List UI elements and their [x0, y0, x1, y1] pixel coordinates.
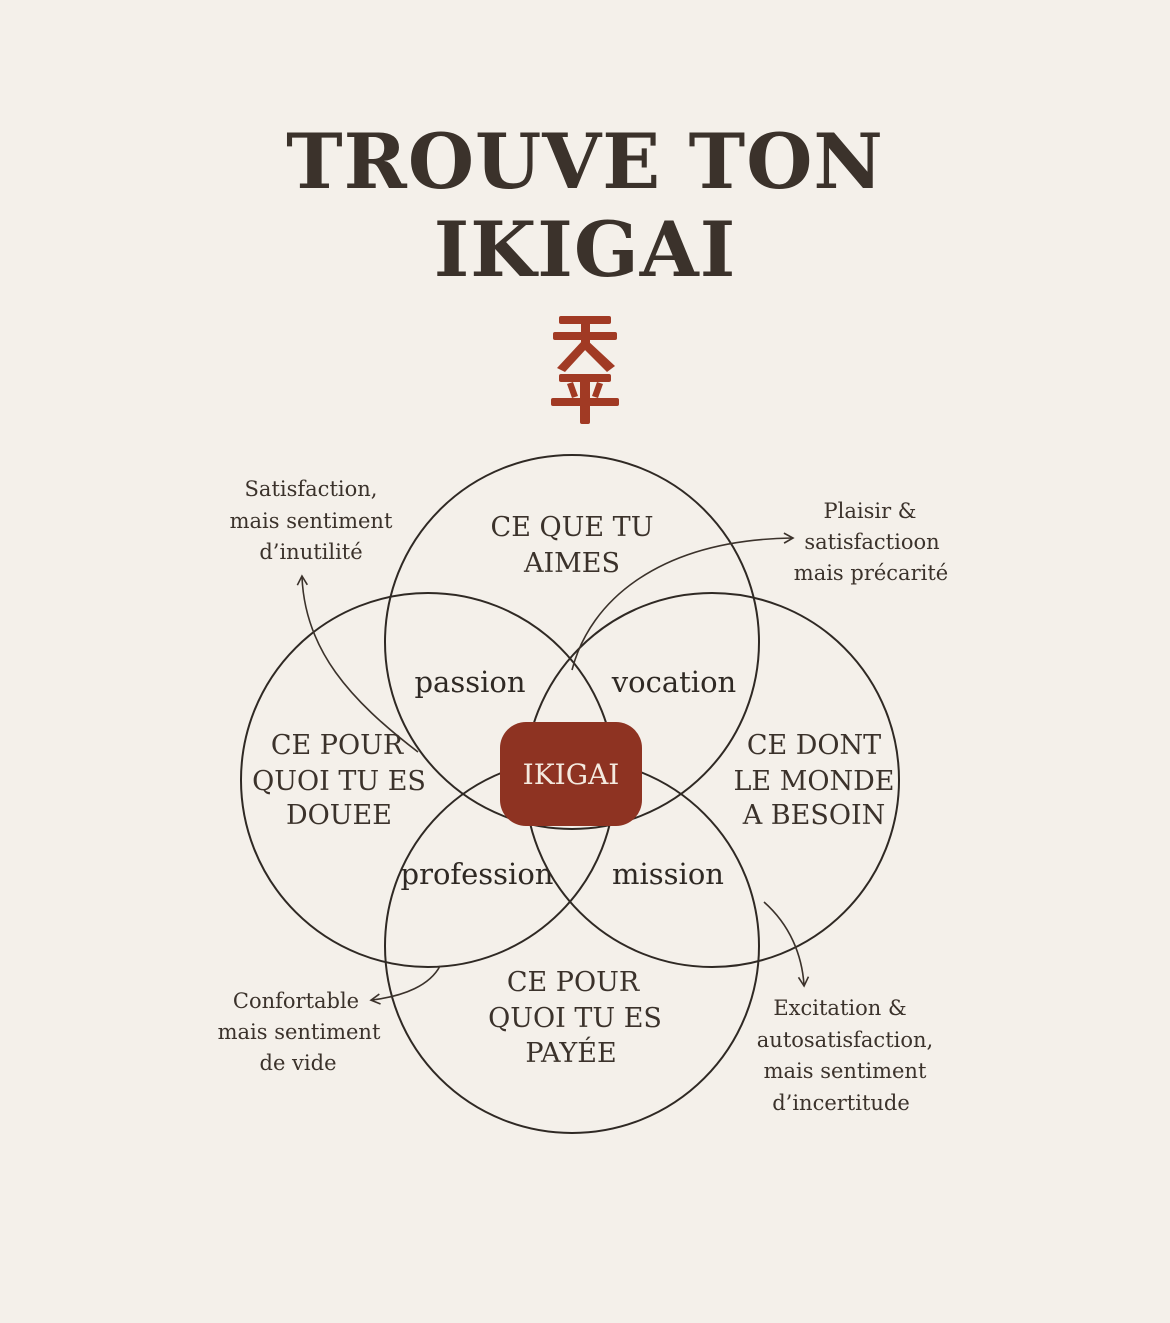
- note-bottom-left: Confortable mais sentiment de vide: [218, 989, 381, 1075]
- title-line-2: IKIGAI: [433, 205, 737, 294]
- note-top-left-line-2: mais sentiment: [230, 509, 393, 533]
- circle-top-line-2: AIMES: [523, 548, 620, 579]
- circle-top-label: CE QUE TU AIMES: [491, 512, 654, 579]
- note-bottom-right-line-2: autosatisfaction,: [757, 1028, 933, 1052]
- circle-bottom-label: CE POUR QUOI TU ES PAYÉE: [488, 967, 662, 1069]
- circle-left-line-1: CE POUR: [271, 730, 404, 761]
- overlap-passion: passion: [414, 665, 525, 699]
- note-top-right-line-3: mais précarité: [794, 561, 948, 585]
- center-badge: [500, 722, 642, 826]
- circle-right-line-1: CE DONT: [747, 730, 881, 761]
- note-top-left-line-3: d’inutilité: [259, 540, 362, 564]
- note-bottom-right-line-1: Excitation &: [773, 996, 906, 1020]
- note-bottom-left-line-1: Confortable: [233, 989, 359, 1013]
- overlap-mission: mission: [612, 857, 724, 891]
- arrow-top-right: [571, 532, 795, 671]
- circle-bottom-line-2: QUOI TU ES: [488, 1003, 662, 1034]
- circle-top: [384, 454, 760, 830]
- overlap-profession: profession: [401, 857, 554, 891]
- title-line-1: TROUVE TON: [286, 117, 884, 206]
- note-bottom-right-line-4: d’incertitude: [772, 1091, 910, 1115]
- note-top-right-line-2: satisfactioon: [804, 530, 939, 554]
- note-top-left-line-1: Satisfaction,: [245, 477, 378, 501]
- circle-left-line-2: QUOI TU ES: [252, 766, 426, 797]
- note-bottom-left-line-3: de vide: [260, 1051, 337, 1075]
- note-top-right-line-1: Plaisir &: [824, 499, 917, 523]
- arrow-top-left: [296, 574, 419, 753]
- circle-left-label: CE POUR QUOI TU ES DOUEE: [252, 730, 426, 831]
- kanji-emblem-icon: [0, 306, 1170, 430]
- circle-right-line-3: A BESOIN: [742, 800, 886, 831]
- circle-top-line-1: CE QUE TU: [491, 512, 654, 543]
- arrow-bottom-right: [763, 901, 810, 988]
- circle-bottom-line-3: PAYÉE: [525, 1036, 616, 1069]
- overlap-vocation: vocation: [611, 665, 736, 699]
- arrow-bottom-left: [369, 965, 441, 1005]
- center-label: IKIGAI: [523, 758, 620, 791]
- note-bottom-left-line-2: mais sentiment: [218, 1020, 381, 1044]
- note-bottom-right: Excitation & autosatisfaction, mais sent…: [757, 996, 933, 1115]
- circle-bottom-line-1: CE POUR: [507, 967, 640, 998]
- note-top-left: Satisfaction, mais sentiment d’inutilité: [230, 477, 393, 564]
- circle-right-label: CE DONT LE MONDE A BESOIN: [734, 730, 895, 831]
- circle-left-line-3: DOUEE: [286, 800, 392, 831]
- note-bottom-right-line-3: mais sentiment: [764, 1059, 927, 1083]
- note-top-right: Plaisir & satisfactioon mais précarité: [794, 499, 948, 585]
- circle-right-line-2: LE MONDE: [734, 766, 895, 797]
